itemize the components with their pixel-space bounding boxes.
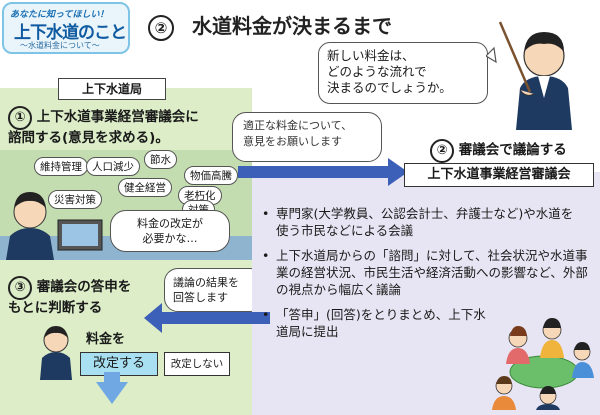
step2-heading: ② 審議会で議論する [430, 138, 567, 163]
step2-number: ② [430, 139, 454, 163]
title-number: ② [148, 14, 174, 41]
council-name: 上下水道事業経営審議会 [404, 163, 594, 187]
step3-line-2: もとに判断する [8, 300, 103, 316]
teacher-line-2: どのような流れで [327, 64, 427, 79]
concern-maintenance: 維持管理 [34, 157, 88, 176]
meeting-illustration [492, 318, 594, 410]
thought-line-2: 必要かな… [142, 232, 198, 245]
concern-sound-management: 健全経営 [118, 178, 172, 197]
step3-text: ③ 審議会の答申を もとに判断する [8, 276, 158, 317]
concern-disaster: 災害対策 [48, 190, 102, 209]
title-text: 水道料金が決まるまで [192, 14, 392, 38]
step1-text: ① 上下水道事業経営審議会に 諮問する(意見を求める)。 [8, 106, 248, 147]
thought-bubble: 料金の改定が 必要かな… [110, 210, 230, 252]
request-bubble: 適正な料金について、 意見をお願いします [232, 112, 382, 162]
down-arrow-icon [96, 382, 128, 404]
bullet-members: 専門家(大学教員、公認会計士、弁護士など)や水道を使う市民などによる会議 [262, 205, 576, 239]
step1-number: ① [8, 106, 32, 130]
step1-line-2: 諮問する(意見を求める)。 [8, 130, 169, 146]
step1-line-1: 上下水道事業経営審議会に [36, 109, 199, 125]
decision-label: 料金を [86, 332, 126, 347]
no-revise-button[interactable]: 改定しない [164, 352, 230, 376]
answer-arrow-icon [144, 303, 270, 333]
concern-inflation: 物価高騰 [184, 166, 238, 185]
concern-population: 人口減少 [86, 157, 140, 176]
step3-number: ③ [8, 276, 32, 300]
step3-line-1: 審議会の答申を [36, 279, 132, 295]
request-arrow-icon [238, 158, 408, 186]
logo-tagline: あなたに知ってほしい！ [10, 10, 109, 20]
bullet-discussion: 上下水道局からの「諮問」に対して、社会状況や水道事業の経営状況、市民生活や経済活… [262, 247, 594, 298]
teacher-line-1: 新しい料金は、 [327, 48, 415, 63]
council-description: 専門家(大学教員、公認会計士、弁護士など)や水道を使う市民などによる会議 上下水… [262, 205, 588, 348]
teacher-line-3: 決まるのでしょうか。 [327, 80, 452, 95]
decision-area: 料金を 改定する 改定しない [40, 324, 242, 382]
official-illustration [40, 326, 72, 380]
page-title: ② 水道料金が決まるまで [148, 10, 392, 41]
concern-water-saving: 節水 [144, 150, 177, 169]
answer-line-2: 回答します [173, 291, 228, 304]
logo-subtitle: 〜水道料金について〜 [20, 41, 100, 50]
bureau-header: 上下水道局 [58, 78, 166, 100]
answer-bubble: 議論の結果を 回答します [164, 268, 264, 312]
logo: あなたに知ってほしい！ 上下水道のこと 〜水道料金について〜 [2, 2, 130, 54]
thought-line-1: 料金の改定が [137, 217, 203, 230]
staff-illustration [0, 192, 252, 260]
request-line-1: 適正な料金について、 [243, 119, 353, 132]
answer-line-1: 議論の結果を [173, 276, 239, 289]
bullet-report: 「答申」(回答)をとりまとめ、上下水道局に提出 [262, 306, 486, 340]
teacher-speech-bubble: 新しい料金は、 どのような流れで 決まるのでしょうか。 [318, 42, 488, 104]
request-line-2: 意見をお願いします [243, 135, 342, 148]
down-arrow-stem [104, 372, 120, 384]
logo-name: 上下水道のこと [14, 23, 127, 43]
step2-text: 審議会で議論する [458, 142, 567, 158]
teacher-illustration [486, 21, 572, 130]
